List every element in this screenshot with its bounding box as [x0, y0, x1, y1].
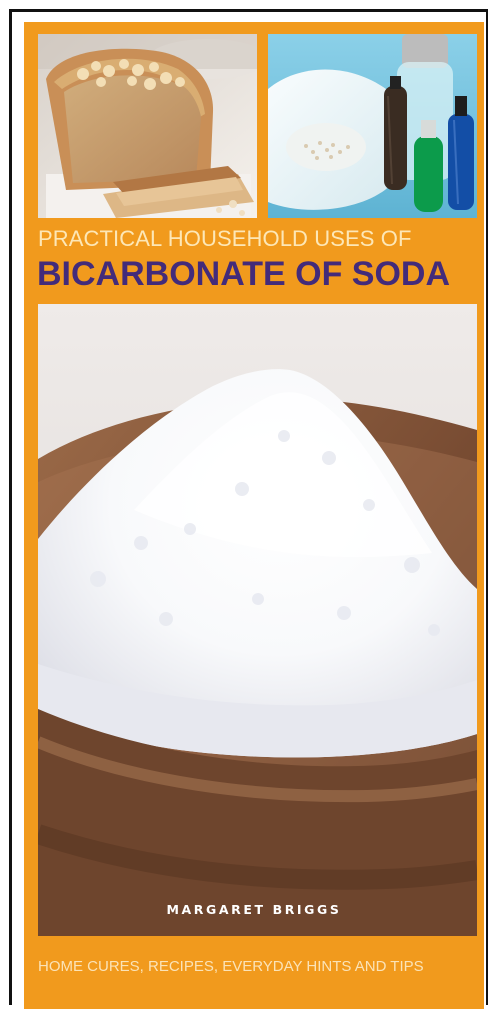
bread-loaf-illustration: [38, 34, 257, 218]
bottles-and-powder-photo: [268, 34, 477, 218]
cover-tagline: HOME CURES, RECIPES, EVERYDAY HINTS AND …: [38, 958, 424, 975]
cover-title-line-2: BICARBONATE OF SODA: [37, 255, 451, 293]
book-cover: PRACTICAL HOUSEHOLD USES OF BICARBONATE …: [24, 22, 484, 1009]
bottles-illustration: [268, 34, 477, 218]
baking-soda-bowl-illustration: [38, 304, 477, 936]
bread-loaf-photo: [38, 34, 257, 218]
baking-soda-bowl-photo: [38, 304, 477, 936]
author-name: MARGARET BRIGGS: [166, 902, 342, 917]
cover-title-line-1: PRACTICAL HOUSEHOLD USES OF: [38, 226, 412, 251]
